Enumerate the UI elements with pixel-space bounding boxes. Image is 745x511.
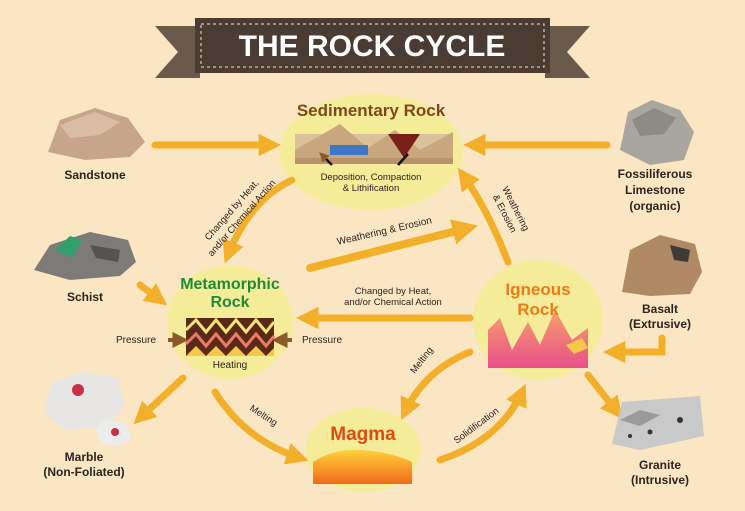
arrow-metamorphic-to-magma (215, 392, 300, 458)
granite-label-2: (Intrusive) (605, 473, 715, 488)
heating-label: Heating (200, 360, 260, 371)
page-title: THE ROCK CYCLE (239, 30, 506, 63)
label-heat-mid-2: and/or Chemical Action (318, 297, 468, 308)
basalt-image (622, 235, 702, 296)
label-heat-mid-1: Changed by Heat, (318, 286, 468, 297)
granite-label-1: Granite (605, 458, 715, 473)
metamorphic-title-1: Metamorphic (160, 276, 300, 294)
basalt-label-1: Basalt (605, 302, 715, 317)
limestone-label-1: Fossiliferous (600, 167, 710, 182)
basalt-label-2: (Extrusive) (605, 317, 715, 332)
title-banner: THE ROCK CYCLE (155, 18, 590, 78)
pressure-right-label: Pressure (294, 335, 350, 346)
sedimentary-title: Sedimentary Rock (271, 100, 471, 122)
marble-label-1: Marble (24, 450, 144, 465)
marble-label-2: (Non-Foliated) (24, 465, 144, 480)
sedimentary-caption-2: & Lithification (296, 183, 446, 194)
pressure-left-label: Pressure (108, 335, 164, 346)
marble-image (44, 372, 132, 446)
magma-title: Magma (313, 424, 413, 446)
label-melting-left: Melting (248, 403, 280, 429)
arrow-igneous-to-granite (588, 375, 617, 412)
limestone-label-3: (organic) (600, 199, 710, 214)
schist-image (34, 232, 136, 280)
sedimentary-caption-1: Deposition, Compaction (296, 172, 446, 183)
metamorphic-illustration (168, 318, 292, 356)
arrow-metamorphic-to-marble (140, 378, 183, 418)
igneous-title-1: Igneous (480, 280, 596, 300)
arrow-basalt-to-igneous (612, 338, 662, 352)
sandstone-label: Sandstone (40, 168, 150, 183)
granite-image (612, 396, 704, 450)
igneous-title-2: Rock (480, 300, 596, 320)
sandstone-image (48, 108, 145, 160)
limestone-image (620, 100, 694, 165)
arrow-schist-to-metamorphic (140, 285, 160, 300)
metamorphic-title-2: Rock (160, 294, 300, 312)
limestone-label-2: Limestone (600, 183, 710, 198)
schist-label: Schist (30, 290, 140, 305)
